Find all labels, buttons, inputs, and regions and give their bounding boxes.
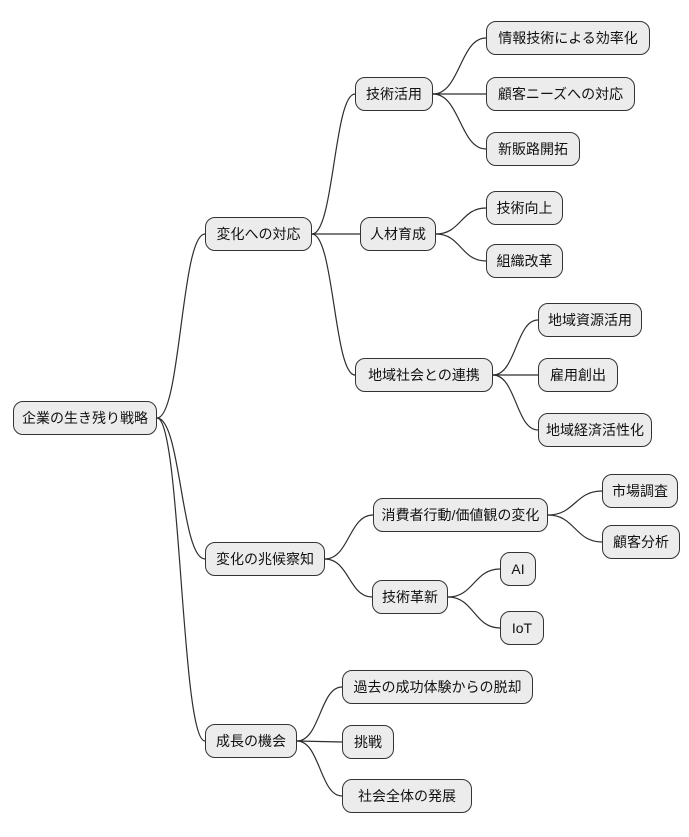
node-technology-utilization: 技術活用: [355, 77, 433, 111]
connector-root-detecting-signs: [156, 417, 206, 560]
node-corporate-survival-strategy: 企業の生き残り戦略: [13, 401, 157, 435]
connector-signs-tech-innovation: [324, 558, 373, 598]
node-iot: IoT: [500, 611, 544, 645]
connector-consumer-market-research: [547, 490, 603, 516]
node-job-creation: 雇用創出: [538, 358, 618, 392]
node-human-resource-development: 人材育成: [360, 217, 436, 251]
connector-hr-skill-improvement: [435, 207, 487, 235]
connector-hr-organizational-reform: [435, 233, 487, 262]
connector-growth-challenge: [296, 740, 343, 743]
connector-change-community: [311, 233, 356, 376]
connector-consumer-customer-analysis: [547, 514, 603, 543]
node-society-wide-development: 社会全体の発展: [342, 779, 472, 813]
node-responding-to-change: 変化への対応: [205, 217, 312, 251]
connector-community-local-economy: [492, 374, 539, 431]
node-skill-improvement: 技術向上: [486, 191, 563, 225]
node-customer-analysis: 顧客分析: [602, 525, 680, 559]
node-growth-opportunities: 成長の機会: [205, 724, 297, 758]
connector-change-technology-utilization: [311, 93, 356, 235]
connector-growth-breaking-past: [296, 686, 343, 742]
node-breaking-from-past-success: 過去の成功体験からの脱却: [342, 670, 533, 704]
node-challenge: 挑戦: [342, 725, 394, 759]
connector-community-local-resources: [492, 319, 539, 376]
node-market-research: 市場調査: [602, 474, 678, 508]
node-new-sales-channels: 新販路開拓: [486, 132, 580, 166]
connector-growth-society-development: [296, 740, 343, 797]
connector-innovation-ai: [447, 568, 501, 598]
connector-tech-it-efficiency: [432, 37, 487, 95]
node-ai: AI: [500, 552, 536, 586]
connector-root-responding-to-change: [156, 233, 206, 419]
node-technological-innovation: 技術革新: [372, 580, 448, 614]
connector-signs-consumer-behavior: [324, 514, 374, 560]
connector-innovation-iot: [447, 596, 501, 629]
node-customer-needs-response: 顧客ニーズへの対応: [486, 77, 635, 111]
node-local-resources-utilization: 地域資源活用: [538, 303, 642, 337]
node-consumer-behavior-values-change: 消費者行動/価値観の変化: [373, 498, 548, 532]
node-it-efficiency: 情報技術による効率化: [486, 21, 650, 55]
connector-tech-new-sales-channels: [432, 93, 487, 150]
node-community-collaboration: 地域社会との連携: [355, 358, 493, 392]
connector-root-growth-opportunities: [156, 417, 206, 742]
node-detecting-signs-of-change: 変化の兆候察知: [205, 542, 325, 576]
node-organizational-reform: 組織改革: [486, 244, 563, 278]
node-local-economy-revitalization: 地域経済活性化: [538, 413, 652, 447]
